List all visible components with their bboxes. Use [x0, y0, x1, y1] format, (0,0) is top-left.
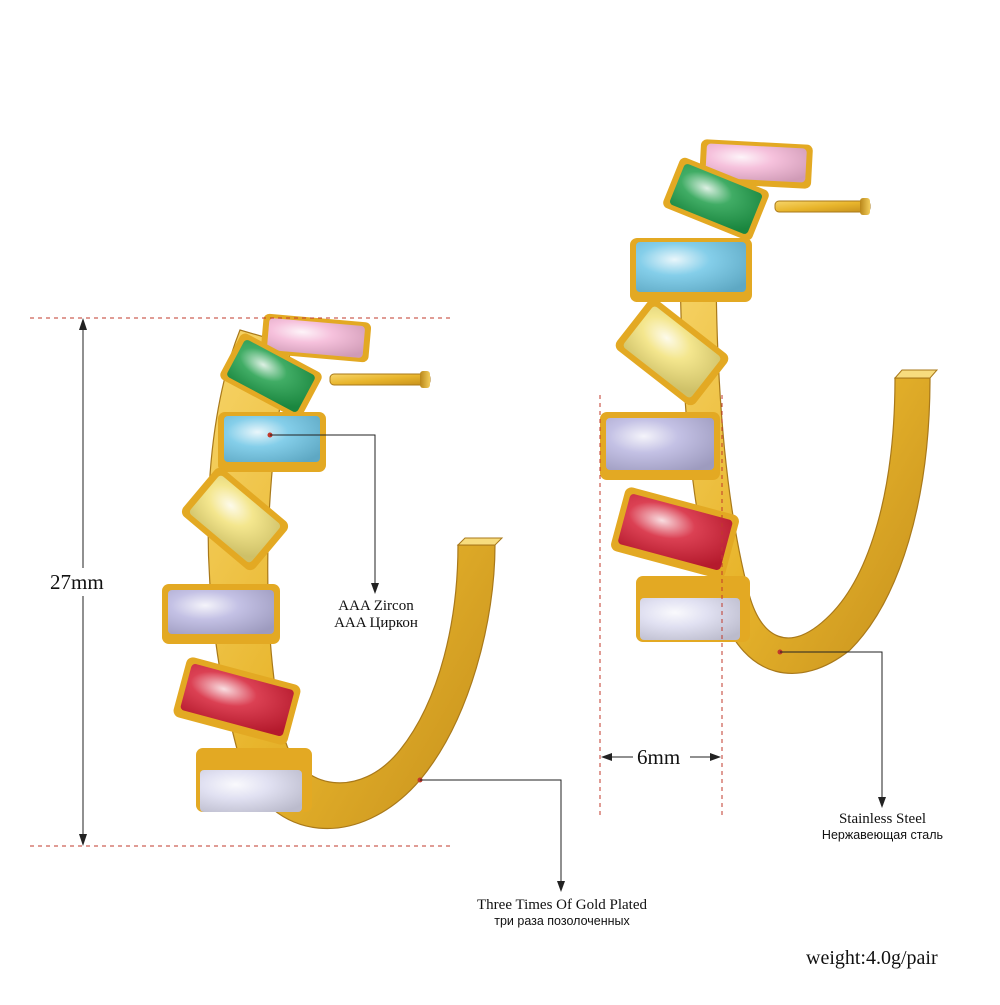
callout-steel: Stainless Steel Нержавеющая сталь: [800, 811, 965, 842]
callout-plating: Three Times Of Gold Plated три раза позо…: [450, 897, 674, 928]
earring-post: [329, 373, 431, 386]
stone: [220, 333, 322, 419]
stone: [173, 657, 301, 745]
callout-steel-ru: Нержавеющая сталь: [821, 828, 944, 842]
stone: [181, 467, 289, 571]
weight-label: weight:4.0g/pair: [806, 947, 938, 969]
callout-zircon: AAA Zircon AAA Циркон: [306, 598, 446, 632]
stone: [615, 298, 729, 406]
callout-steel-en: Stainless Steel: [838, 811, 927, 827]
stone: [663, 157, 769, 241]
callout-plating-en: Three Times Of Gold Plated: [477, 897, 647, 913]
earring-right: [600, 139, 939, 674]
width-dimension-arrow: [601, 753, 721, 761]
stone: [196, 748, 312, 812]
callout-leaders: [267, 432, 886, 892]
width-dimension-label: 6mm: [637, 745, 681, 769]
dimension-guides: [30, 317, 723, 847]
stone: [636, 576, 750, 642]
stone: [162, 584, 280, 644]
stone: [630, 238, 752, 302]
stone: [600, 412, 720, 480]
stone: [218, 412, 326, 472]
earring-post: [774, 200, 871, 213]
stone: [260, 313, 372, 363]
callout-zircon-ru: AAA Циркон: [334, 615, 418, 631]
stone: [611, 487, 739, 579]
height-dimension-label: 27mm: [50, 570, 104, 594]
earring-left: [162, 313, 504, 830]
callout-plating-ru: три раза позолоченных: [494, 914, 630, 928]
callout-zircon-en: AAA Zircon: [338, 598, 414, 614]
